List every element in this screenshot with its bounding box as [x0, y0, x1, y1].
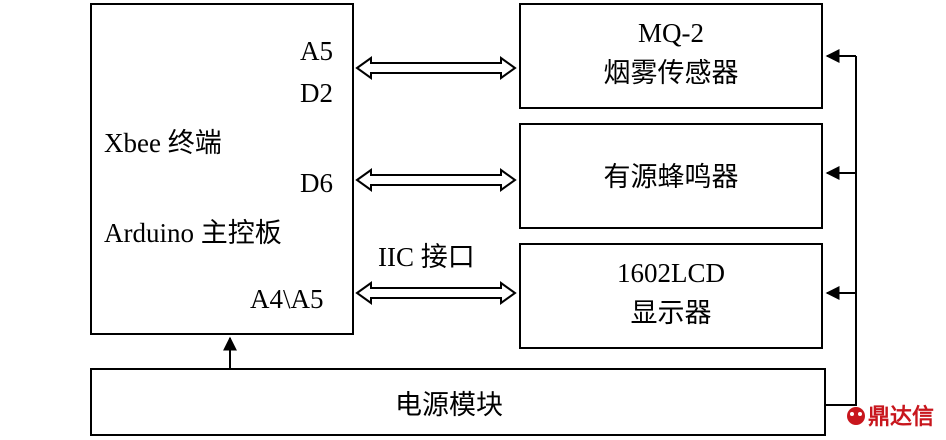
pin-a5: A5 — [300, 36, 333, 66]
power-bus-line — [825, 56, 857, 406]
watermark-logo: 鼎达信 — [847, 404, 934, 430]
watermark-icon — [847, 407, 865, 425]
power-module-block — [90, 368, 826, 436]
smoke-sensor-name: 烟雾传感器 — [604, 58, 739, 88]
buzzer-block — [519, 123, 823, 229]
smoke-sensor-model: MQ-2 — [638, 18, 704, 48]
buzzer-name: 有源蜂鸣器 — [604, 162, 739, 192]
watermark-text: 鼎达信 — [868, 404, 934, 430]
pin-a4-a5: A4\A5 — [250, 284, 324, 314]
smoke-sensor-double-arrow — [355, 56, 517, 80]
pin-d2: D2 — [300, 78, 333, 108]
controller-title-xbee: Xbee 终端 — [104, 128, 222, 158]
lcd-name: 显示器 — [631, 298, 712, 328]
lcd-double-arrow — [355, 281, 517, 305]
buzzer-double-arrow — [355, 168, 517, 192]
smoke-sensor-block — [519, 3, 823, 109]
lcd-block — [519, 243, 823, 349]
lcd-model: 1602LCD — [617, 258, 725, 288]
controller-title-arduino: Arduino 主控板 — [104, 218, 282, 248]
controller-block — [90, 3, 354, 335]
pin-d6: D6 — [300, 168, 333, 198]
power-module-label: 电源模块 — [395, 390, 503, 420]
iic-interface-label: IIC 接口 — [378, 242, 475, 272]
